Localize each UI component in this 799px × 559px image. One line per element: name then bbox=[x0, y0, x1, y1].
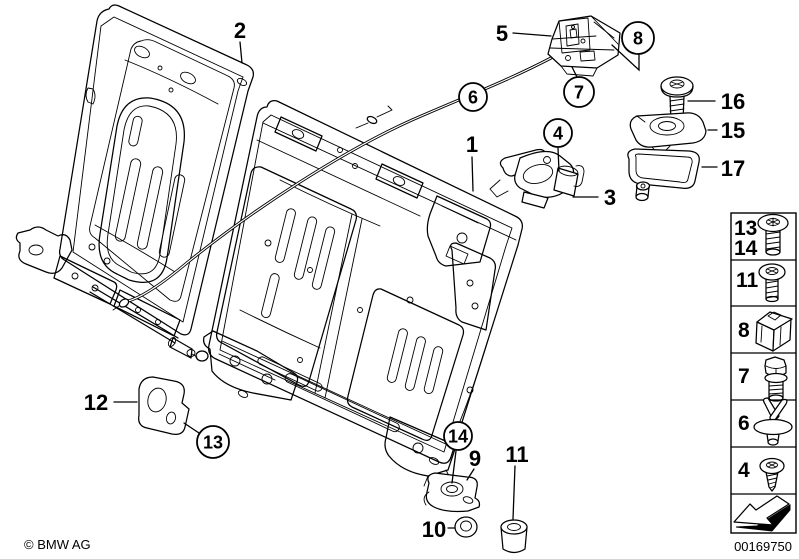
label-item-10[interactable]: 10 bbox=[422, 517, 446, 542]
left-frame-slots bbox=[114, 115, 186, 258]
bracket-part-12 bbox=[138, 376, 190, 435]
expanding-rivet-icon bbox=[753, 397, 793, 446]
number-labels: 2 5 1 3 16 15 17 12 9 10 11 bbox=[84, 18, 745, 542]
cage-nut-part-15 bbox=[629, 112, 707, 153]
torx-pan-head-screw-short-icon bbox=[758, 263, 786, 303]
torx-pan-head-screw-icon bbox=[757, 213, 789, 256]
right-frame-left-slots bbox=[261, 208, 336, 319]
legend-number-4[interactable]: 4 bbox=[738, 459, 750, 482]
legend-number-11[interactable]: 11 bbox=[736, 269, 759, 292]
legend-number-13[interactable]: 13 bbox=[734, 217, 757, 240]
legend-number-14[interactable]: 14 bbox=[734, 237, 758, 260]
installation-direction-arrow-icon bbox=[733, 495, 791, 532]
cable-clip bbox=[355, 105, 393, 129]
side-pillar bbox=[450, 242, 497, 441]
headrest-mounts bbox=[274, 116, 424, 199]
label-item-1[interactable]: 1 bbox=[466, 132, 478, 157]
legend-row-7[interactable]: 7 bbox=[738, 356, 788, 402]
balloon-callout-6[interactable]: 6 bbox=[458, 82, 488, 112]
label-item-16[interactable]: 16 bbox=[721, 89, 745, 114]
washer-part-10 bbox=[454, 516, 478, 538]
label-item-11[interactable]: 11 bbox=[505, 442, 528, 467]
legend-number-6[interactable]: 6 bbox=[738, 412, 750, 435]
legend-row-13-14[interactable]: 13 14 bbox=[734, 213, 789, 261]
label-item-17[interactable]: 17 bbox=[721, 156, 745, 181]
legend-number-7[interactable]: 7 bbox=[738, 365, 750, 388]
screw-part-16 bbox=[660, 76, 694, 125]
hex-flange-bolt-icon bbox=[764, 356, 788, 402]
legend-number-8[interactable]: 8 bbox=[738, 319, 750, 342]
label-item-12[interactable]: 12 bbox=[84, 390, 108, 415]
label-item-9[interactable]: 9 bbox=[469, 446, 481, 471]
balloon-14-number[interactable]: 14 bbox=[448, 427, 468, 447]
balloon-callout-13[interactable]: 13 bbox=[196, 425, 230, 459]
balloon-13-number[interactable]: 13 bbox=[203, 433, 223, 453]
bracket-part-9 bbox=[423, 472, 481, 513]
wire-hook-part-17 bbox=[627, 148, 700, 202]
latch-mount bbox=[426, 195, 492, 267]
label-item-2[interactable]: 2 bbox=[234, 18, 246, 43]
right-seat-frame bbox=[195, 100, 523, 487]
balloon-4-number[interactable]: 4 bbox=[553, 124, 563, 144]
balloon-8-number[interactable]: 8 bbox=[633, 29, 643, 49]
latch-part bbox=[489, 148, 585, 209]
pivot-rod bbox=[89, 286, 198, 359]
balloon-callout-8[interactable]: 8 bbox=[621, 21, 655, 55]
legend-row-8[interactable]: 8 bbox=[738, 311, 793, 352]
expanding-nut-icon bbox=[755, 311, 793, 352]
balloon-callout-14[interactable]: 14 bbox=[443, 421, 473, 451]
leader-lines bbox=[113, 32, 718, 529]
legend-row-11[interactable]: 11 bbox=[736, 263, 786, 303]
label-item-3[interactable]: 3 bbox=[604, 185, 616, 210]
diagram-number: 00169750 bbox=[734, 539, 792, 554]
legend-row-arrow[interactable] bbox=[733, 495, 791, 532]
copyright-text: © BMW AG bbox=[24, 537, 91, 552]
balloon-7-number[interactable]: 7 bbox=[574, 83, 584, 103]
right-frame-hinge-left bbox=[195, 330, 299, 401]
left-seat-frame bbox=[15, 4, 254, 359]
lock-part bbox=[547, 15, 621, 77]
bolt-part-11 bbox=[500, 519, 528, 554]
self-tapping-screw-icon bbox=[759, 457, 785, 492]
legend-row-4[interactable]: 4 bbox=[738, 457, 785, 492]
balloon-callout-7[interactable]: 7 bbox=[563, 76, 595, 108]
left-frame-holes bbox=[88, 45, 248, 265]
label-item-15[interactable]: 15 bbox=[721, 118, 745, 143]
balloon-callout-4[interactable]: 4 bbox=[543, 118, 573, 148]
right-frame-right-slots bbox=[386, 328, 444, 394]
legend-sidebar: 13 14 11 8 bbox=[730, 212, 797, 534]
right-frame-holes bbox=[264, 239, 474, 394]
legend-row-6[interactable]: 6 bbox=[738, 397, 793, 446]
label-item-5[interactable]: 5 bbox=[496, 21, 508, 46]
balloon-6-number[interactable]: 6 bbox=[468, 88, 478, 108]
